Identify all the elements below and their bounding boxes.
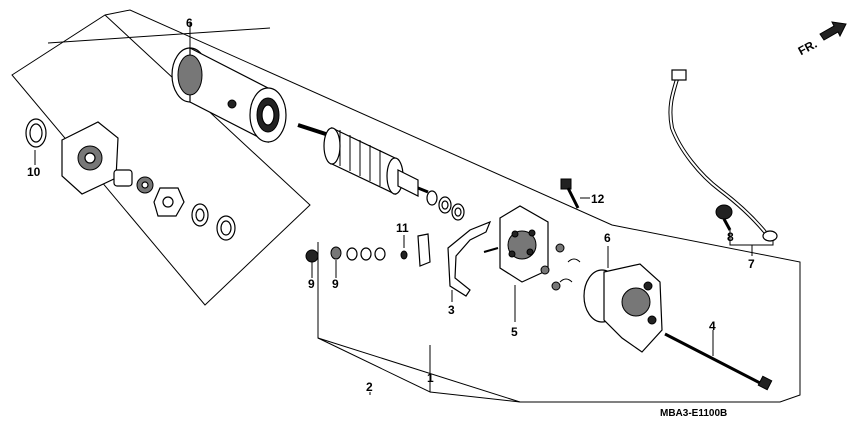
o-ring-10 [25,118,47,148]
callout-9-right: 9 [332,277,339,291]
through-bolt-4 [664,332,773,391]
leader-lines [34,150,774,395]
front-bracket [61,121,119,195]
callout-7: 7 [748,257,755,271]
terminal-washers [305,246,408,263]
callout-2: 2 [366,380,373,394]
motor-yoke [171,22,287,143]
assembly-outline-lower [317,242,521,403]
callout-11: 11 [396,221,409,235]
direction-label: FR. [796,37,820,58]
front-direction-arrow-icon [819,21,847,41]
callout-12: 12 [591,192,605,206]
callout-5: 5 [511,325,518,339]
front-bracket-small-parts [113,169,236,241]
callout-labels: 6 10 12 11 9 9 3 5 6 8 7 4 2 1 FR. MBA3-… [27,16,819,419]
callout-10: 10 [27,165,41,179]
bolt-12 [560,178,580,209]
callout-1: 1 [427,371,434,385]
callout-4: 4 [709,319,716,333]
diagram-code: MBA3-E1100B [660,408,727,419]
assembly-outline-main [104,9,801,403]
assembly-outline-left [11,14,311,306]
callout-3: 3 [448,303,455,317]
brush-holder-5 [483,205,581,291]
rear-cover [583,263,663,353]
bolt-8 [715,204,733,231]
callout-9-left: 9 [308,277,315,291]
armature-washers [426,190,465,221]
callout-6-top: 6 [186,16,193,30]
starter-cable [668,69,778,242]
callout-6-right: 6 [604,231,611,245]
armature [297,123,429,197]
brush-plate-3 [417,220,492,297]
callout-8: 8 [727,230,734,244]
